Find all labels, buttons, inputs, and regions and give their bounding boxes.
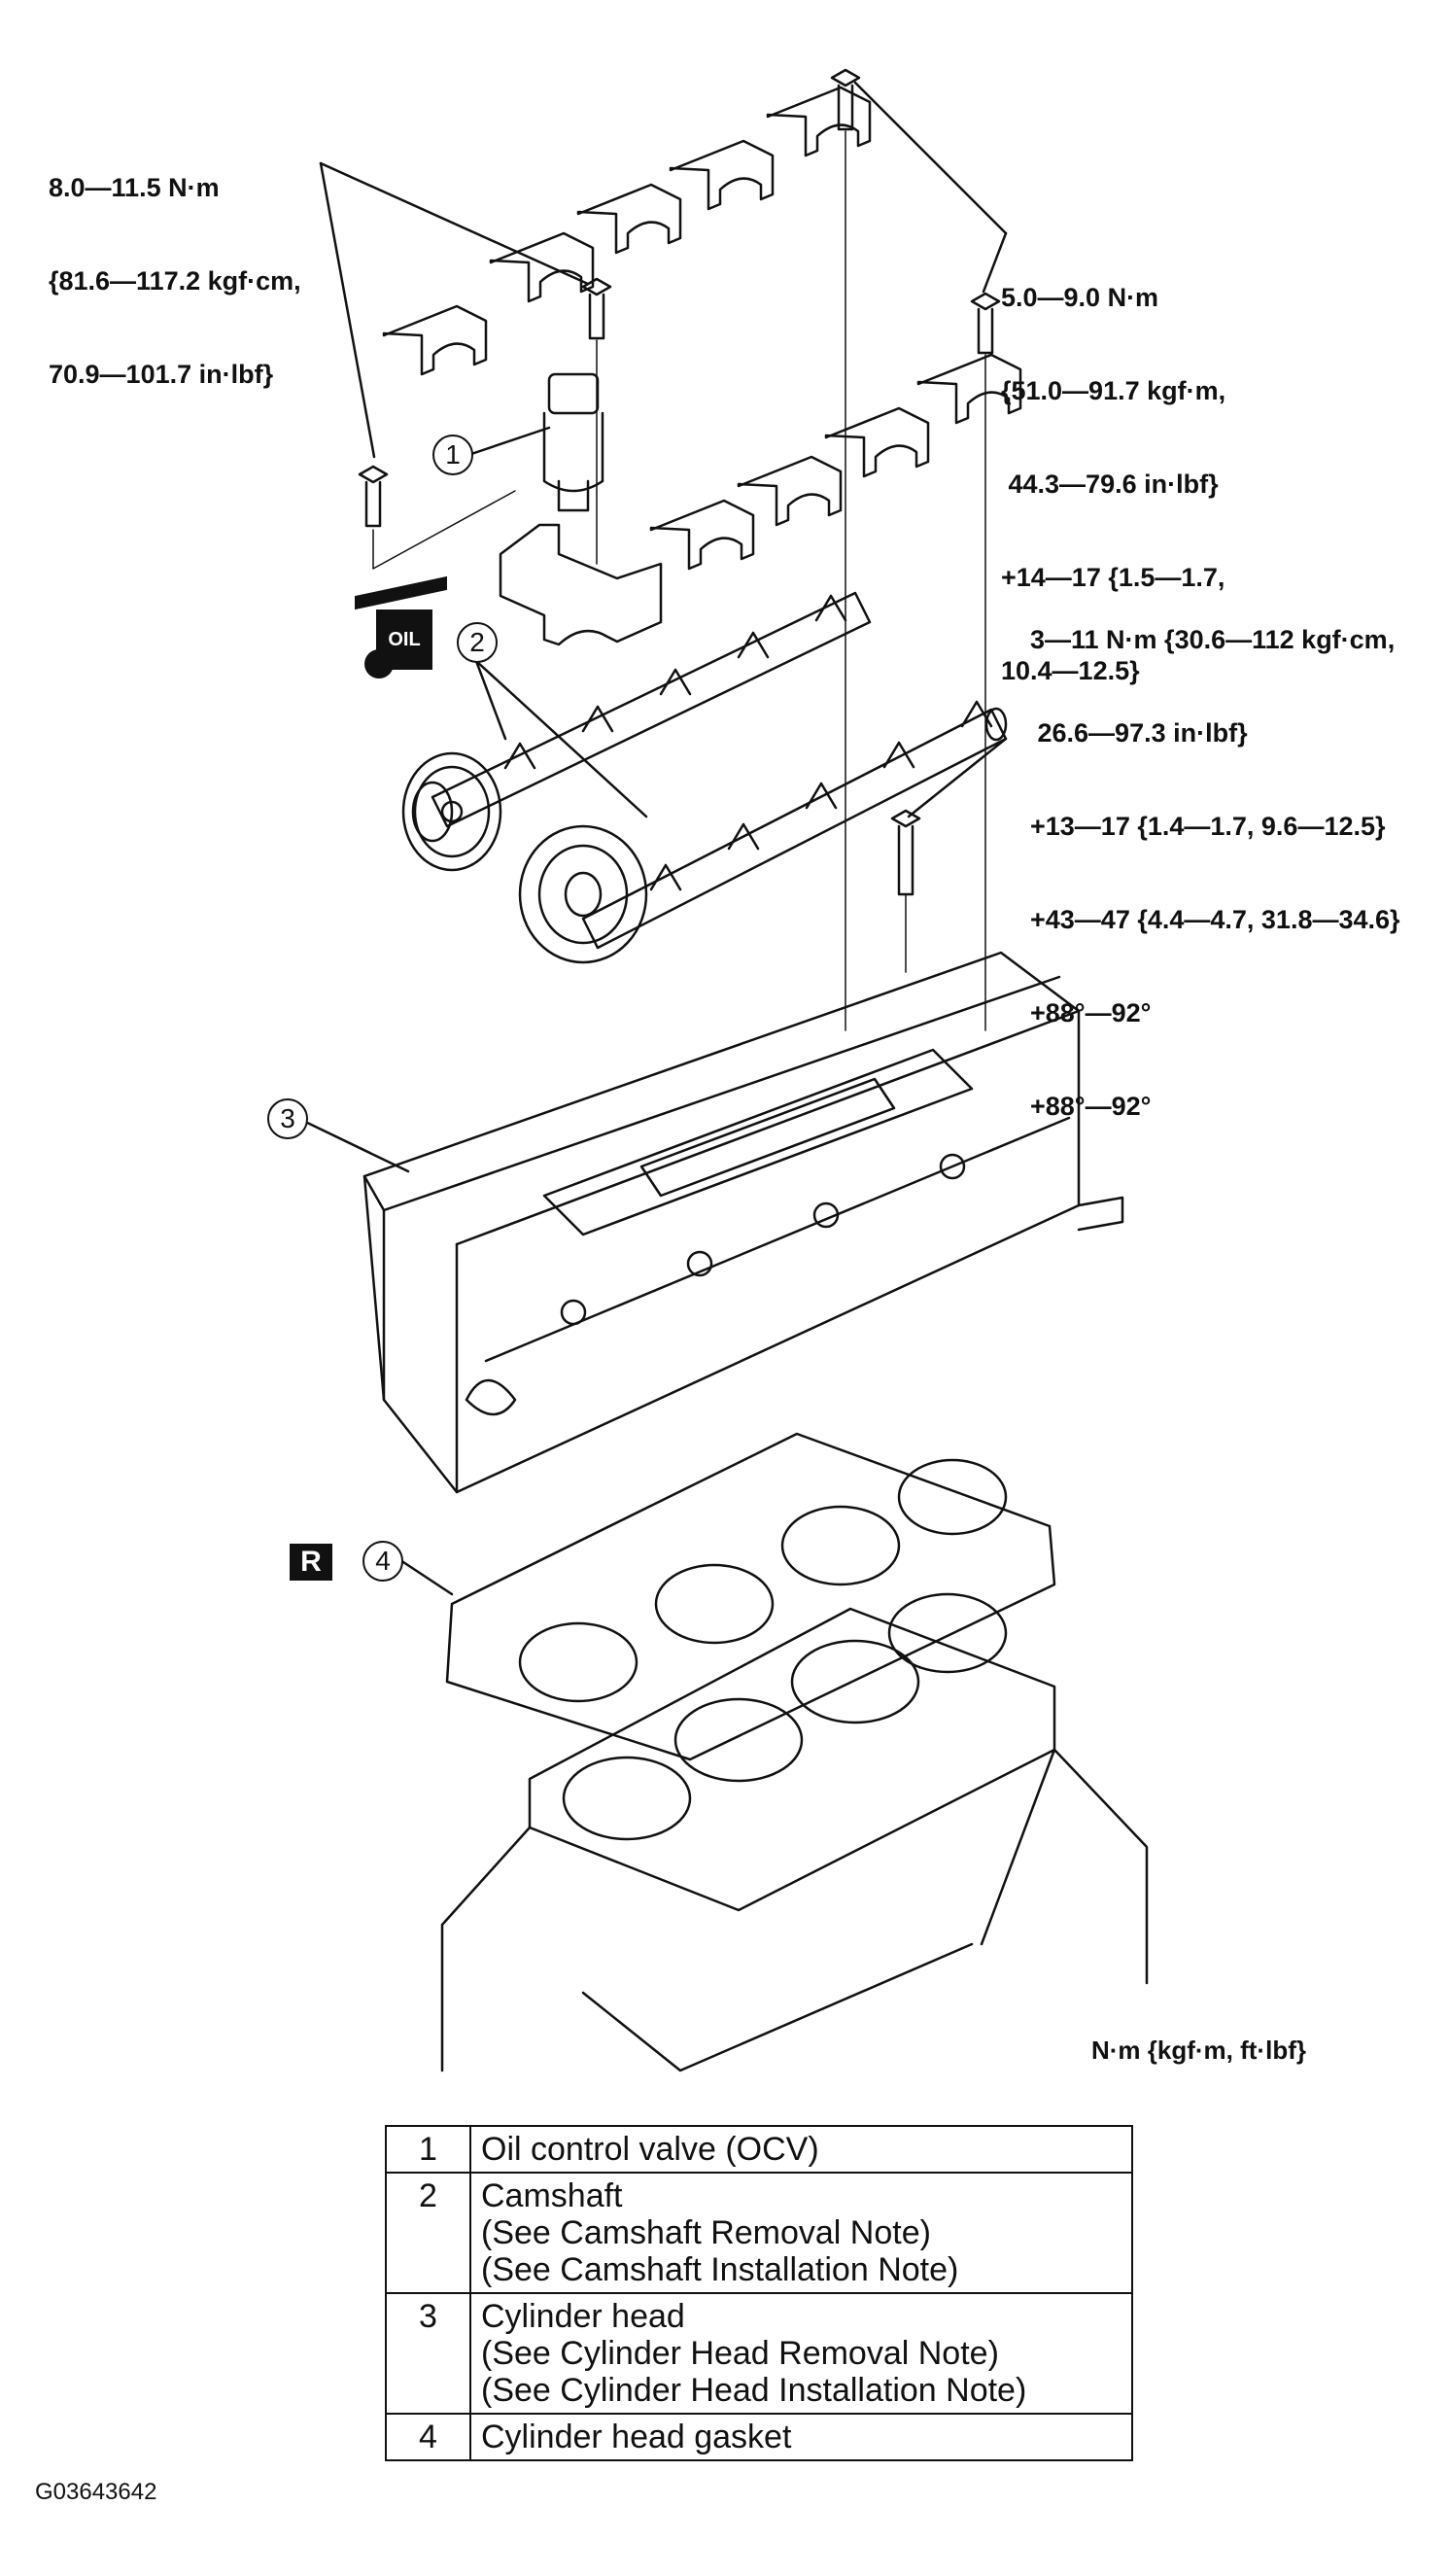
oil-application-icon: OIL: [355, 575, 462, 683]
torque-line: 26.6—97.3 in·lbf}: [1030, 718, 1248, 748]
alignment-lines: [372, 130, 986, 1031]
table-row: 2 Camshaft (See Camshaft Removal Note) (…: [385, 2172, 1133, 2294]
leader-head-bolt: [907, 737, 1008, 818]
torque-line: 10.4—12.5}: [1001, 656, 1140, 685]
torque-line: 3—11 N·m {30.6—112 kgf·cm,: [1030, 625, 1396, 654]
table-row: 4 Cylinder head gasket: [385, 2413, 1133, 2461]
leader-callout-2a: [474, 659, 507, 741]
parts-legend-table: 1 Oil control valve (OCV) 2 Camshaft (Se…: [385, 2125, 1133, 2461]
front-cap: [499, 523, 663, 646]
part-name: Oil control valve (OCV): [481, 2131, 819, 2168]
bearing-caps-upper: [382, 86, 872, 376]
callout-4: 4: [362, 1541, 403, 1582]
leader-ocv-right: [319, 161, 590, 286]
replace-part-badge: R: [290, 1544, 332, 1581]
part-description: Cylinder head (See Cylinder Head Removal…: [469, 2292, 1133, 2415]
part-note: (See Camshaft Installation Note): [481, 2251, 959, 2288]
unit-note: N·m {kgf·m, ft·lbf}: [1091, 2036, 1306, 2065]
torque-line: {51.0—91.7 kgf·m,: [1001, 376, 1226, 405]
torque-line: +88°—92°: [1030, 998, 1152, 1027]
cam-sprocket: [401, 751, 502, 872]
callout-3: 3: [267, 1098, 308, 1139]
part-number: 1: [385, 2125, 471, 2174]
torque-line: 44.3—79.6 in·lbf}: [1001, 470, 1219, 499]
torque-line: 70.9—101.7 in·lbf}: [49, 360, 274, 389]
part-description: Cylinder head gasket: [469, 2413, 1133, 2461]
cylinder-head-gasket: [445, 1432, 1056, 1761]
part-description: Oil control valve (OCV): [469, 2125, 1133, 2174]
torque-spec-head-bolts: 3—11 N·m {30.6—112 kgf·cm, 26.6—97.3 in·…: [1030, 562, 1400, 1153]
part-name: Cylinder head gasket: [481, 2419, 792, 2455]
table-row: 3 Cylinder head (See Cylinder Head Remov…: [385, 2292, 1133, 2415]
part-note: (See Cylinder Head Removal Note): [481, 2335, 999, 2372]
camshaft-lower: [581, 700, 1008, 950]
torque-line: 5.0—9.0 N·m: [1001, 283, 1159, 312]
cylinder-head: [362, 951, 1124, 1494]
oil-drop-icon: [364, 649, 394, 679]
torque-line: {81.6—117.2 kgf·cm,: [49, 266, 301, 296]
part-note: (See Cylinder Head Installation Note): [481, 2372, 1027, 2409]
part-description: Camshaft (See Camshaft Removal Note) (Se…: [469, 2172, 1133, 2294]
part-name: Camshaft: [481, 2177, 623, 2214]
part-number: 4: [385, 2413, 471, 2461]
torque-line: 8.0—11.5 N·m: [49, 173, 220, 202]
part-note: (See Camshaft Removal Note): [481, 2214, 931, 2251]
leader-callout-4: [398, 1558, 454, 1596]
torque-spec-ocv-bolts: 8.0—11.5 N·m {81.6—117.2 kgf·cm, 70.9—10…: [49, 110, 301, 421]
cylinder-block-deck: [440, 1592, 1149, 2072]
part-name: Cylinder head: [481, 2298, 685, 2335]
leader-callout-2b: [474, 659, 648, 818]
leader-callout-3: [299, 1118, 410, 1173]
torque-line: +43—47 {4.4—4.7, 31.8—34.6}: [1030, 905, 1400, 934]
leader-cap-bottom: [982, 231, 1008, 294]
bolts: [358, 68, 1001, 896]
variable-valve-timing-actuator: [518, 824, 648, 964]
torque-line: +88°—92°: [1030, 1092, 1152, 1121]
part-number: 3: [385, 2292, 471, 2415]
torque-line: +13—17 {1.4—1.7, 9.6—12.5}: [1030, 812, 1386, 841]
leader-ocv-left: [319, 161, 376, 459]
torque-spec-cap-bolts: 5.0—9.0 N·m {51.0—91.7 kgf·m, 44.3—79.6 …: [1001, 220, 1225, 717]
callout-2: 2: [457, 622, 498, 663]
leader-callout-1: [469, 426, 551, 456]
part-number: 2: [385, 2172, 471, 2294]
figure-id: G03643642: [35, 2479, 157, 2505]
callout-1: 1: [432, 435, 473, 475]
leader-cap-top: [853, 81, 1008, 235]
table-row: 1 Oil control valve (OCV): [385, 2125, 1133, 2174]
oil-control-valve: [542, 372, 604, 512]
torque-line: +14—17 {1.5—1.7,: [1001, 563, 1225, 592]
bearing-caps-lower: [649, 353, 1022, 571]
